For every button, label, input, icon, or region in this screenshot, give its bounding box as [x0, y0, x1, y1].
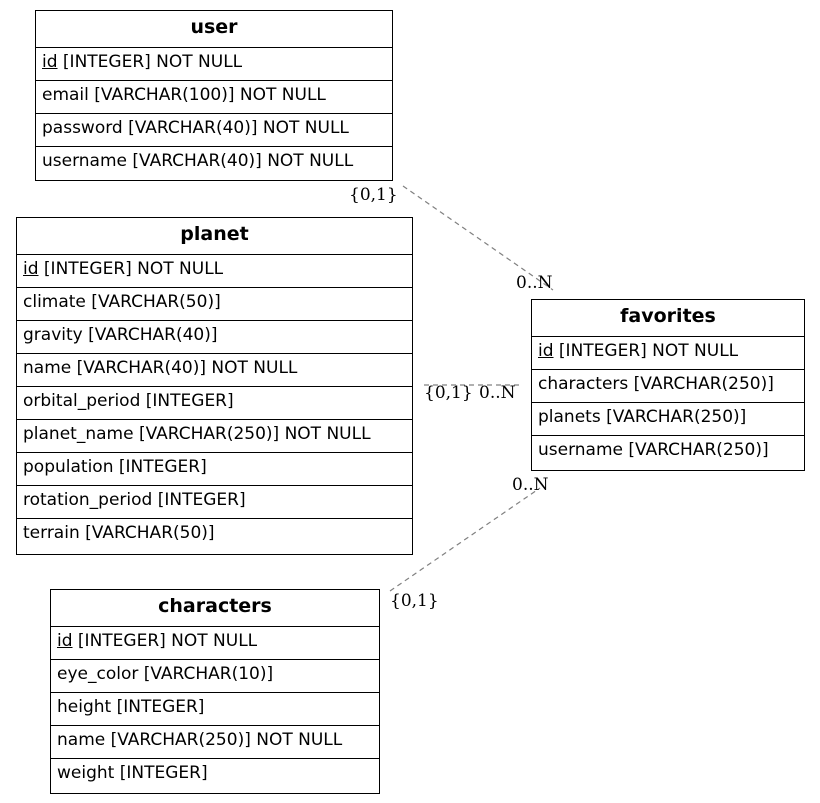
primary-key-name: id [538, 341, 554, 361]
attribute-row: name [VARCHAR(250)] NOT NULL [51, 726, 379, 759]
entity-planet[interactable]: planet id [INTEGER] NOT NULL climate [VA… [16, 217, 413, 555]
attribute-row: rotation_period [INTEGER] [17, 486, 412, 519]
attribute-row: height [INTEGER] [51, 693, 379, 726]
edge-characters-favorites [389, 487, 541, 592]
attribute-type: [VARCHAR(250)] [623, 440, 769, 460]
attribute-name: gravity [23, 325, 83, 345]
cardinality-user-side: {0,1} [349, 185, 398, 205]
attribute-type: [VARCHAR(40)] NOT NULL [122, 118, 349, 138]
attribute-row: characters [VARCHAR(250)] [532, 370, 804, 403]
attribute-row: planets [VARCHAR(250)] [532, 403, 804, 436]
attribute-name: orbital_period [23, 391, 141, 411]
attribute-name: rotation_period [23, 490, 153, 510]
primary-key-name: id [42, 52, 58, 72]
attribute-name: planets [538, 407, 601, 427]
cardinality-planet-side: {0,1} [424, 383, 473, 403]
primary-key-name: id [57, 631, 73, 651]
attribute-name: population [23, 457, 114, 477]
entity-characters[interactable]: characters id [INTEGER] NOT NULL eye_col… [50, 589, 380, 794]
entity-favorites[interactable]: favorites id [INTEGER] NOT NULL characte… [531, 299, 805, 471]
entity-title: characters [51, 590, 379, 627]
entity-user[interactable]: user id [INTEGER] NOT NULL email [VARCHA… [35, 10, 393, 181]
attribute-name: terrain [23, 523, 80, 543]
attribute-name: password [42, 118, 123, 138]
attribute-name: email [42, 85, 89, 105]
entity-title: planet [17, 218, 412, 255]
attribute-type: [INTEGER] [140, 391, 234, 411]
attribute-type: [VARCHAR(50)] [85, 292, 221, 312]
attribute-row: gravity [VARCHAR(40)] [17, 321, 412, 354]
attribute-row: id [INTEGER] NOT NULL [51, 627, 379, 660]
attribute-name: username [538, 440, 623, 460]
attribute-name: eye_color [57, 664, 139, 684]
cardinality-characters-side: {0,1} [390, 591, 439, 611]
edge-user-favorites [402, 185, 554, 291]
entity-title: user [36, 11, 392, 48]
attribute-row: id [INTEGER] NOT NULL [17, 255, 412, 288]
attribute-name: climate [23, 292, 86, 312]
cardinality-favorites-side: 0..N [479, 383, 516, 403]
attribute-row: email [VARCHAR(100)] NOT NULL [36, 81, 392, 114]
attribute-row: id [INTEGER] NOT NULL [36, 48, 392, 81]
attribute-type: [VARCHAR(40)] NOT NULL [71, 358, 298, 378]
attribute-type: [VARCHAR(40)] [82, 325, 218, 345]
cardinality-favorites-side: 0..N [516, 273, 553, 293]
attribute-type: [INTEGER] NOT NULL [72, 631, 258, 651]
attribute-row: terrain [VARCHAR(50)] [17, 519, 412, 552]
attribute-type: [VARCHAR(50)] [79, 523, 215, 543]
attribute-row: population [INTEGER] [17, 453, 412, 486]
entity-title: favorites [532, 300, 804, 337]
attribute-name: weight [57, 763, 115, 783]
attribute-name: name [57, 730, 106, 750]
attribute-row: weight [INTEGER] [51, 759, 379, 792]
attribute-type: [INTEGER] [152, 490, 246, 510]
attribute-row: username [VARCHAR(250)] [532, 436, 804, 469]
attribute-type: [VARCHAR(250)] NOT NULL [133, 424, 371, 444]
attribute-row: climate [VARCHAR(50)] [17, 288, 412, 321]
attribute-type: [VARCHAR(10)] [138, 664, 274, 684]
attribute-name: height [57, 697, 112, 717]
attribute-type: [INTEGER] NOT NULL [38, 259, 224, 279]
attribute-row: orbital_period [INTEGER] [17, 387, 412, 420]
attribute-row: eye_color [VARCHAR(10)] [51, 660, 379, 693]
attribute-type: [INTEGER] NOT NULL [57, 52, 243, 72]
attribute-row: username [VARCHAR(40)] NOT NULL [36, 147, 392, 180]
attribute-type: [VARCHAR(250)] [600, 407, 747, 427]
attribute-type: [INTEGER] [113, 457, 207, 477]
attribute-type: [INTEGER] [111, 697, 205, 717]
attribute-type: [VARCHAR(100)] NOT NULL [88, 85, 326, 105]
attribute-row: planet_name [VARCHAR(250)] NOT NULL [17, 420, 412, 453]
attribute-row: password [VARCHAR(40)] NOT NULL [36, 114, 392, 147]
attribute-type: [INTEGER] [114, 763, 208, 783]
attribute-type: [VARCHAR(40)] NOT NULL [127, 151, 354, 171]
cardinality-favorites-side: 0..N [512, 475, 549, 495]
attribute-name: username [42, 151, 127, 171]
attribute-row: name [VARCHAR(40)] NOT NULL [17, 354, 412, 387]
attribute-name: characters [538, 374, 629, 394]
attribute-type: [INTEGER] NOT NULL [553, 341, 739, 361]
attribute-type: [VARCHAR(250)] [628, 374, 774, 394]
attribute-type: [VARCHAR(250)] NOT NULL [105, 730, 343, 750]
attribute-row: id [INTEGER] NOT NULL [532, 337, 804, 370]
attribute-name: planet_name [23, 424, 134, 444]
primary-key-name: id [23, 259, 39, 279]
attribute-name: name [23, 358, 72, 378]
